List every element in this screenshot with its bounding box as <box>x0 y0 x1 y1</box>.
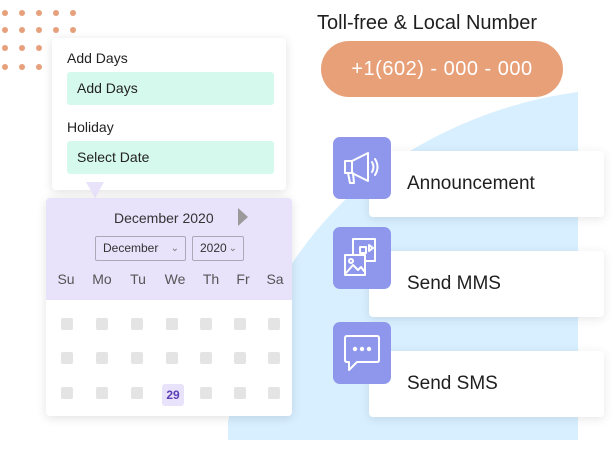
weekday-label: Tu <box>130 271 146 287</box>
day-cell[interactable] <box>200 352 212 364</box>
feature-card-mms[interactable]: Send MMS <box>369 251 604 317</box>
day-cell[interactable] <box>166 352 178 364</box>
feature-label-mms: Send MMS <box>407 273 501 294</box>
day-cell[interactable] <box>96 352 108 364</box>
calendar-title: December 2020 <box>114 210 214 226</box>
add-days-field[interactable]: Add Days <box>67 72 274 105</box>
day-cell[interactable] <box>96 318 108 330</box>
day-cell[interactable] <box>131 352 143 364</box>
decorative-dot <box>36 45 42 51</box>
decorative-dot <box>36 64 42 70</box>
decorative-dot <box>19 10 25 16</box>
image-media-icon <box>333 227 391 289</box>
schedule-form-card: Add Days Add Days Holiday Select Date <box>52 38 286 190</box>
month-select-value: December <box>103 241 159 255</box>
day-cell[interactable] <box>234 318 246 330</box>
day-cell[interactable] <box>200 387 212 399</box>
decorative-dot <box>2 10 8 16</box>
year-select-value: 2020 <box>200 241 227 255</box>
next-month-arrow-icon[interactable] <box>238 208 248 226</box>
holiday-date-field[interactable]: Select Date <box>67 141 274 174</box>
phone-section-title: Toll-free & Local Number <box>317 12 538 34</box>
day-cell[interactable] <box>234 387 246 399</box>
feature-label-announcement: Announcement <box>407 173 535 194</box>
decorative-dot <box>36 27 42 33</box>
day-cell[interactable] <box>268 387 280 399</box>
chat-bubble-icon <box>333 322 391 384</box>
feature-card-sms[interactable]: Send SMS <box>369 351 604 417</box>
weekday-label: We <box>164 271 186 287</box>
day-cell[interactable] <box>61 318 73 330</box>
decorative-dot <box>53 27 59 33</box>
decorative-dot <box>2 45 8 51</box>
weekday-label: Th <box>202 271 220 287</box>
day-cell[interactable] <box>234 352 246 364</box>
day-cell[interactable] <box>166 318 178 330</box>
day-cell[interactable] <box>61 352 73 364</box>
selected-day[interactable]: 29 <box>162 384 184 406</box>
day-cell[interactable] <box>200 318 212 330</box>
chevron-down-icon: ⌄ <box>228 243 237 254</box>
day-cell[interactable] <box>96 387 108 399</box>
add-days-label: Add Days <box>67 50 128 66</box>
day-cell[interactable] <box>61 387 73 399</box>
decorative-dot <box>2 27 8 33</box>
day-cell[interactable] <box>268 352 280 364</box>
weekday-label: Mo <box>92 271 112 287</box>
decorative-dot <box>19 27 25 33</box>
year-select[interactable]: 2020 ⌄ <box>192 236 244 261</box>
decorative-dot <box>19 45 25 51</box>
day-cell[interactable] <box>268 318 280 330</box>
phone-number-pill: +1(602) - 000 - 000 <box>321 41 563 97</box>
date-picker: December 2020 December ⌄ 2020 ⌄ Su Mo Tu We… <box>46 198 292 416</box>
day-cell[interactable] <box>131 318 143 330</box>
megaphone-icon <box>333 137 391 199</box>
weekday-label: Sa <box>266 271 284 287</box>
holiday-label: Holiday <box>67 119 114 135</box>
decorative-dot <box>36 10 42 16</box>
weekday-label: Fr <box>236 271 250 287</box>
month-select[interactable]: December ⌄ <box>95 236 186 261</box>
decorative-dot <box>70 27 76 33</box>
day-cell[interactable] <box>131 387 143 399</box>
calendar-header: December 2020 December ⌄ 2020 ⌄ Su Mo Tu We… <box>46 198 292 300</box>
weekday-label: Su <box>57 271 75 287</box>
decorative-dot <box>19 64 25 70</box>
decorative-dot <box>2 64 8 70</box>
feature-card-announcement[interactable]: Announcement <box>369 151 604 217</box>
chevron-down-icon: ⌄ <box>170 243 179 254</box>
feature-label-sms: Send SMS <box>407 373 498 394</box>
decorative-dot <box>53 10 59 16</box>
decorative-dot <box>70 10 76 16</box>
dropdown-pointer <box>86 182 104 198</box>
